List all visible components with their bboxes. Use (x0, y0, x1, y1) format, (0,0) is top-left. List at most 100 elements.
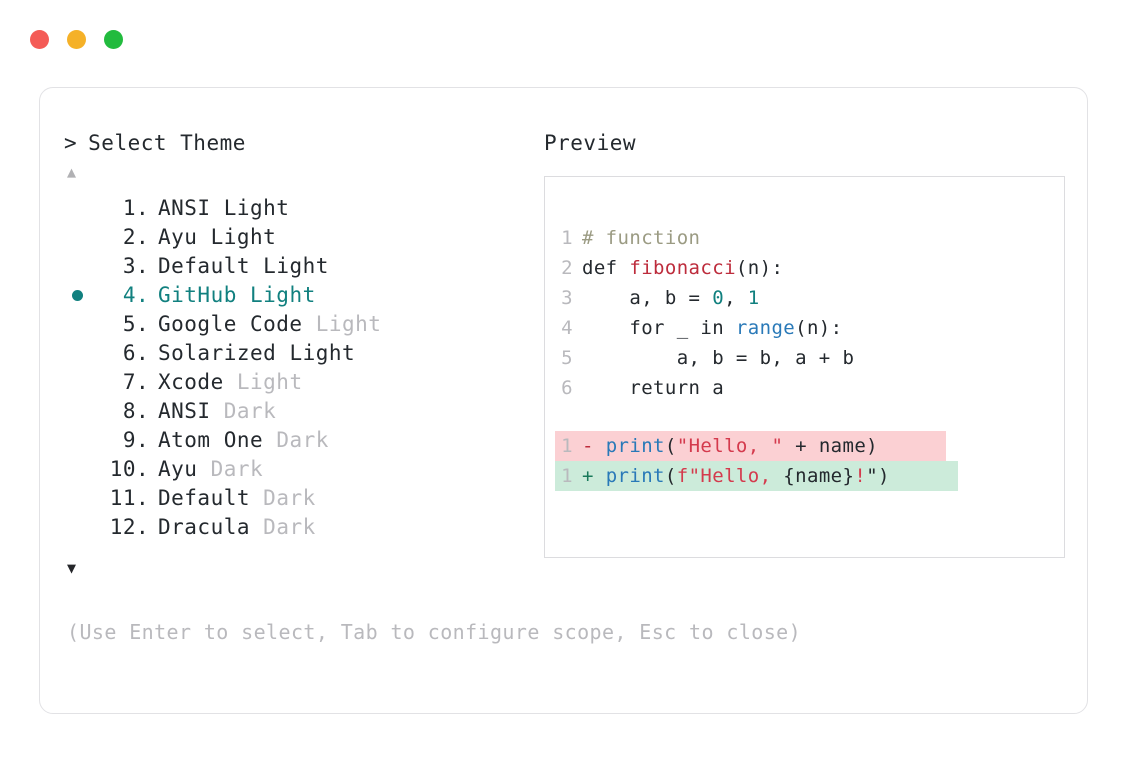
selection-bullet-cell (64, 223, 90, 252)
code-token: a, b = b, a + b (582, 347, 855, 369)
code-line-gutter-gap (573, 253, 582, 283)
scroll-up-arrow-icon[interactable]: ▲ (67, 163, 77, 181)
code-line: 6 return a (559, 373, 1064, 403)
code-line-number: 5 (561, 347, 573, 369)
prompt-header: > Select Theme (64, 130, 534, 156)
theme-item-variant: Dark (276, 428, 329, 452)
theme-item-name: ANSI (158, 196, 211, 220)
theme-list-item[interactable]: 3. Default Light (64, 252, 534, 281)
selection-bullet-cell (64, 252, 90, 281)
theme-item-index: 12 (109, 515, 136, 539)
theme-item-index: 6 (122, 341, 136, 365)
code-line-gutter-gap (573, 461, 582, 491)
code-line: 1 # function (559, 223, 1064, 253)
theme-item-variant: Light (315, 312, 382, 336)
code-line-number: 1 (561, 227, 573, 249)
theme-item-name: Dracula (158, 515, 251, 539)
code-blank-gap (559, 403, 1064, 431)
page-title: Select Theme (88, 131, 246, 155)
theme-list-item[interactable]: 11.Default Dark (64, 484, 534, 513)
theme-item-name: GitHub (158, 283, 237, 307)
theme-list-item[interactable]: 5. Google Code Light (64, 310, 534, 339)
code-token: , (724, 287, 748, 309)
minimize-window-button[interactable] (67, 30, 86, 49)
keyboard-hint-text: (Use Enter to select, Tab to configure s… (67, 620, 802, 644)
diff-line-plus: 1 + print(f"Hello, {name}!") (555, 461, 958, 491)
code-line-gutter-gap (573, 283, 582, 313)
selection-bullet-cell (64, 426, 90, 455)
diff-sign-plus: + (582, 465, 606, 487)
theme-item-variant: Dark (223, 399, 277, 423)
code-token: # function (582, 227, 701, 249)
code-token: f"Hello, (676, 465, 784, 487)
diff-line-minus: 1 - print("Hello, " + name) (555, 431, 946, 461)
code-token: ( (664, 435, 677, 457)
scroll-down-arrow-icon[interactable]: ▼ (67, 559, 77, 577)
theme-list-item[interactable]: 1.ANSI Light (64, 194, 534, 223)
code-line: 4 for _ in range(n): (559, 313, 1064, 343)
theme-item-name: Default (158, 254, 251, 278)
theme-item-index-dot: . (136, 225, 150, 249)
code-line: 5 a, b = b, a + b (559, 343, 1064, 373)
theme-item-index: 5 (122, 312, 136, 336)
theme-item-name: Ayu (158, 225, 198, 249)
code-token: range (735, 317, 796, 339)
theme-list-item[interactable]: 4.GitHub Light (64, 281, 534, 310)
theme-item-name: Xcode (158, 370, 224, 394)
code-token: print (605, 465, 665, 487)
theme-item-index: 3 (122, 254, 136, 278)
selection-bullet-cell (64, 455, 90, 484)
theme-item-index: 9 (122, 428, 136, 452)
theme-item-name: Google Code (158, 312, 303, 336)
selection-bullet-cell (64, 368, 90, 397)
code-token: ( (664, 465, 677, 487)
code-token: "Hello, " (676, 435, 784, 457)
selection-bullet-cell (64, 339, 90, 368)
theme-item-name: ANSI (158, 399, 211, 423)
theme-item-index-dot: . (136, 515, 150, 539)
theme-list-item[interactable]: 6.Solarized Light (64, 339, 534, 368)
theme-item-variant: Light (263, 254, 329, 278)
maximize-window-button[interactable] (104, 30, 123, 49)
theme-item-index-dot: . (136, 486, 150, 510)
theme-list-item[interactable]: 10.Ayu Dark (64, 455, 534, 484)
code-token: return a (582, 377, 725, 399)
theme-list-item[interactable]: 7.Xcode Light (64, 368, 534, 397)
theme-list-item[interactable]: 9. Atom One Dark (64, 426, 534, 455)
prompt-caret-icon: > (64, 131, 78, 155)
theme-list-item[interactable]: 8. ANSI Dark (64, 397, 534, 426)
theme-item-index: 8 (122, 399, 136, 423)
code-token: {name} (783, 465, 855, 487)
selection-bullet-cell (64, 310, 90, 339)
window-traffic-lights (30, 30, 123, 49)
theme-item-name: Atom One (158, 428, 264, 452)
theme-item-index: 10 (109, 457, 136, 481)
code-line-gutter-gap (573, 431, 582, 461)
theme-item-index: 2 (122, 225, 136, 249)
code-token: ! (854, 465, 867, 487)
theme-list-item[interactable]: 2. Ayu Light (64, 223, 534, 252)
code-line-gutter-gap (573, 313, 582, 343)
diff-sign-minus: - (582, 435, 606, 457)
theme-item-index-dot: . (136, 312, 150, 336)
selected-bullet-icon (71, 290, 83, 301)
code-line-gutter-gap (573, 223, 582, 253)
code-token: (n): (795, 317, 843, 339)
code-token: 1 (747, 287, 760, 309)
code-token: 0 (712, 287, 725, 309)
code-token: a, b = (582, 287, 713, 309)
theme-list-item[interactable]: 12.Dracula Dark (64, 513, 534, 542)
theme-item-index-dot: . (136, 254, 150, 278)
theme-item-variant: Light (289, 341, 356, 365)
theme-item-variant: Light (223, 196, 290, 220)
code-line-number: 2 (561, 257, 573, 279)
theme-item-index-dot: . (136, 399, 150, 423)
theme-item-index-dot: . (136, 428, 150, 452)
theme-item-variant: Dark (210, 457, 264, 481)
theme-item-variant: Light (210, 225, 277, 249)
theme-item-index-dot: . (136, 341, 150, 365)
close-window-button[interactable] (30, 30, 49, 49)
